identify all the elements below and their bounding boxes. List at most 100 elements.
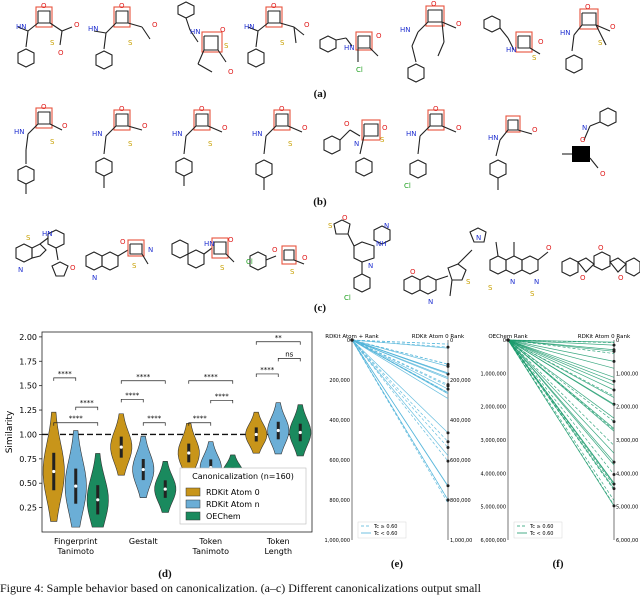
rank-point xyxy=(446,440,450,444)
left-axis-title: OEChem Rank xyxy=(488,334,528,340)
svg-text:O: O xyxy=(344,120,350,128)
left-tick-label: 1,000,000 xyxy=(481,371,506,377)
rank-origin xyxy=(350,338,354,342)
significance-label: **** xyxy=(193,415,208,423)
svg-text:S: S xyxy=(50,39,55,47)
svg-text:O: O xyxy=(228,236,234,244)
svg-text:HN: HN xyxy=(204,240,215,248)
rank-point xyxy=(612,388,616,392)
svg-text:S: S xyxy=(532,54,537,62)
legend-swatch xyxy=(185,511,201,521)
svg-text:O: O xyxy=(433,105,439,113)
svg-text:S: S xyxy=(598,39,603,47)
y-tick-label: 0.50 xyxy=(19,479,37,488)
rank-line xyxy=(507,339,615,501)
x-tick-label: Tanimoto xyxy=(57,547,95,556)
svg-text:O: O xyxy=(580,136,586,144)
molecule-b1: OHN OS xyxy=(14,103,68,194)
rank-point xyxy=(446,446,450,450)
rank-legend-label: Tc ≥ 0.60 xyxy=(529,524,553,530)
right-tick-label: 0 xyxy=(616,338,619,344)
svg-text:O: O xyxy=(610,23,616,31)
right-tick-label: 800,000 xyxy=(450,498,471,504)
significance-bracket xyxy=(255,373,279,377)
right-tick-label: 600,000 xyxy=(450,458,471,464)
rank-point xyxy=(446,484,450,488)
svg-text:O: O xyxy=(199,105,205,113)
y-tick-label: 0.75 xyxy=(19,455,37,464)
rank-line xyxy=(351,339,449,380)
molecule-b6: OHN OCl xyxy=(404,105,462,190)
legend-title: Canonicalization (n=160) xyxy=(192,472,294,481)
svg-text:S: S xyxy=(380,136,385,144)
rank-line xyxy=(507,339,615,429)
significance-label: **** xyxy=(136,373,151,381)
rank-point xyxy=(612,504,616,508)
molecule-a2: OHN OS xyxy=(88,2,158,70)
molecule-a5: HNO Cl xyxy=(319,31,382,74)
rank-point xyxy=(446,372,450,376)
rank-line xyxy=(351,339,449,345)
y-tick-label: 2.00 xyxy=(19,333,37,342)
rank-line xyxy=(351,339,449,365)
svg-text:N: N xyxy=(354,140,359,148)
svg-text:O: O xyxy=(580,274,586,282)
rank-line xyxy=(351,339,449,385)
svg-text:O: O xyxy=(271,2,277,10)
svg-text:Cl: Cl xyxy=(344,294,351,302)
svg-text:O: O xyxy=(618,274,624,282)
rank-line xyxy=(507,339,615,406)
svg-text:N: N xyxy=(368,262,373,270)
significance-label: **** xyxy=(260,366,275,374)
significance-bracket xyxy=(277,357,301,362)
svg-text:O: O xyxy=(74,21,80,29)
rank-point xyxy=(612,482,616,486)
legend-swatch xyxy=(185,487,201,497)
svg-text:O: O xyxy=(304,21,310,29)
svg-text:HN: HN xyxy=(406,130,417,138)
rank-line xyxy=(507,339,615,463)
svg-text:S: S xyxy=(50,138,55,146)
significance-bracket xyxy=(53,377,77,381)
svg-text:O: O xyxy=(41,103,47,111)
rank-legend-label: Tc ≥ 0.60 xyxy=(373,524,397,530)
svg-text:O: O xyxy=(58,49,64,57)
violin-median xyxy=(254,432,258,437)
molecule-b8: NO O xyxy=(562,107,617,178)
rank-line xyxy=(507,339,615,391)
rank-line xyxy=(351,339,449,456)
molecule-b7: HNO xyxy=(488,115,538,190)
significance-label: **** xyxy=(125,391,140,399)
svg-text:HN: HN xyxy=(172,130,183,138)
panel-b-structures: OHN OS OHN OS OHN OS OHN OS xyxy=(14,103,617,194)
rank-line xyxy=(351,339,449,390)
svg-text:HN: HN xyxy=(16,23,27,31)
right-axis-title: RDKit Atom 0 Rank xyxy=(578,334,631,340)
svg-text:S: S xyxy=(488,284,493,292)
rank-point xyxy=(612,349,616,353)
svg-text:O: O xyxy=(222,124,228,132)
left-tick-label: 200,000 xyxy=(329,378,350,384)
rank-line xyxy=(351,339,449,462)
svg-text:N: N xyxy=(582,124,587,132)
y-tick-label: 1.75 xyxy=(19,357,37,366)
plot-frame xyxy=(41,331,313,533)
svg-text:HN: HN xyxy=(506,46,517,54)
significance-bracket xyxy=(188,380,234,384)
left-tick-label: 1,000,000 xyxy=(325,538,350,544)
svg-text:S: S xyxy=(530,290,535,298)
rank-point xyxy=(446,362,450,366)
right-tick-label: 200,000 xyxy=(450,378,471,384)
svg-text:N: N xyxy=(148,246,153,254)
figure-caption: Figure 4: Sample behavior based on canon… xyxy=(0,581,481,595)
svg-text:N: N xyxy=(18,266,23,274)
right-tick-label: 4,000,000 xyxy=(616,471,638,477)
significance-bracket xyxy=(120,380,166,384)
molecule-a1: OHN OS O xyxy=(16,2,80,68)
rank-point xyxy=(612,379,616,383)
